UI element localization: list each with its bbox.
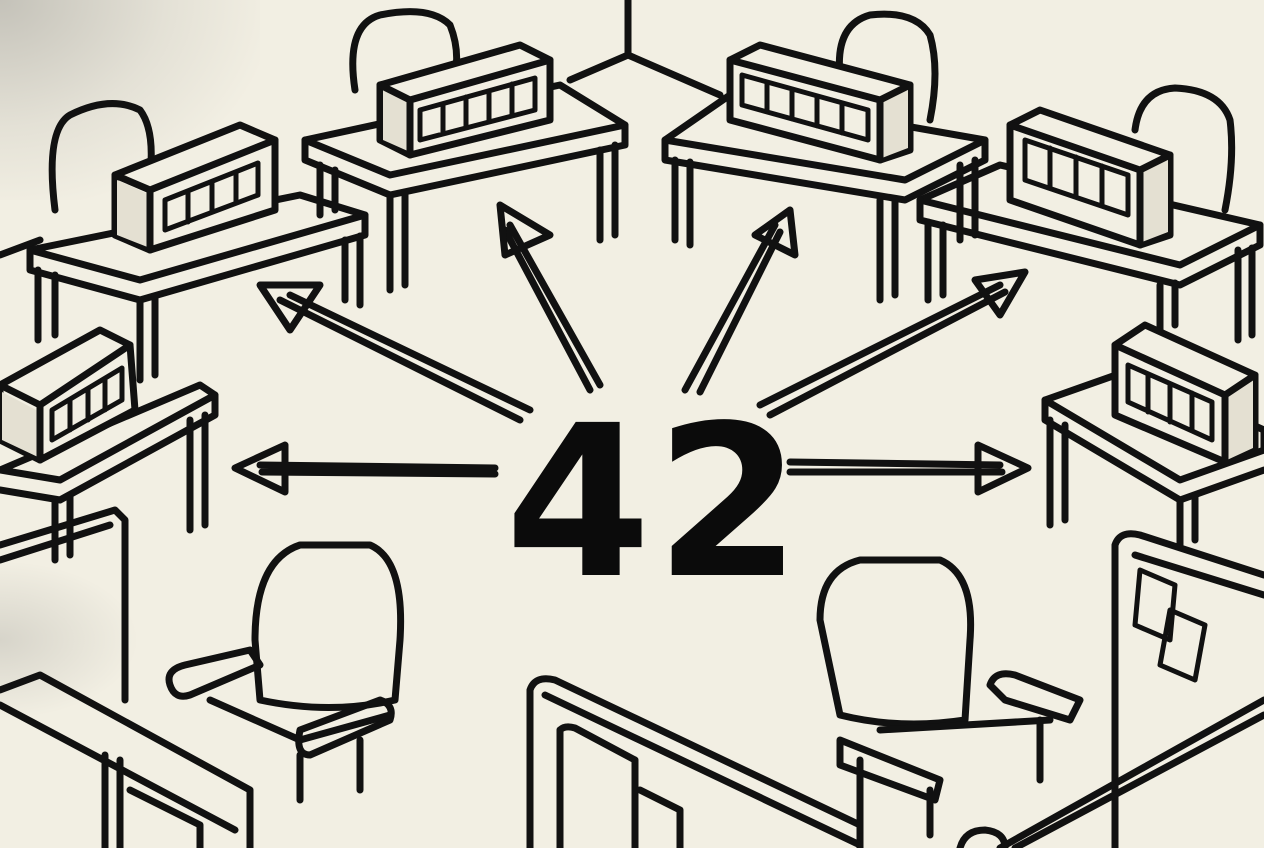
arrow-upper-right xyxy=(756,268,1029,419)
chair-right xyxy=(816,556,1084,839)
cubicle-right xyxy=(956,530,1264,848)
arrow-right xyxy=(786,441,1032,496)
arrow-up-left xyxy=(496,201,604,394)
desk-top-right xyxy=(916,84,1264,344)
desk-top-left xyxy=(26,100,369,384)
arrow-upper-left xyxy=(256,281,534,424)
desk-top-center-left xyxy=(301,8,629,294)
cubicle-left xyxy=(0,506,254,848)
desk-top-center-right xyxy=(661,10,989,304)
arrows xyxy=(231,201,1032,496)
desk-mid-left xyxy=(0,326,219,564)
cubicle-center xyxy=(526,675,864,848)
arrow-up-right xyxy=(681,206,799,396)
arrow-left xyxy=(231,441,499,496)
center-number: 42 xyxy=(505,380,806,625)
chair-left xyxy=(165,541,405,804)
desk-mid-right xyxy=(1041,321,1264,549)
room-corner xyxy=(0,0,724,259)
